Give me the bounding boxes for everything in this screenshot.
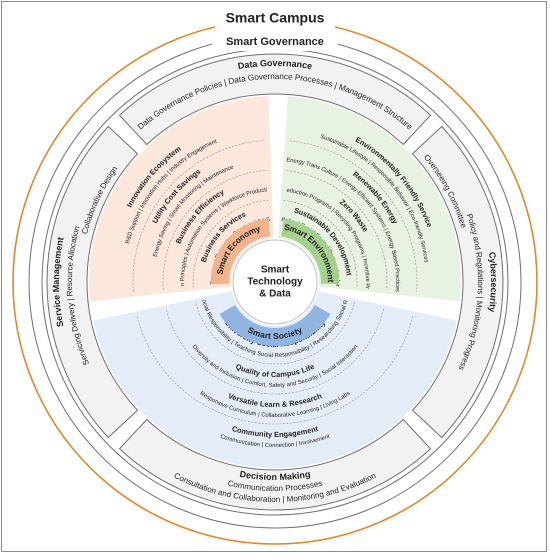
center-label-line3: & Data: [259, 289, 291, 300]
governance-title: Smart Governance: [226, 36, 324, 48]
governance-segment-right: [411, 125, 504, 439]
ring-divider-society-1: [166, 309, 384, 395]
pillar-tab-society: [219, 305, 331, 346]
service-management-title-textpath: Service Management: [51, 236, 66, 327]
governance-segment-top: [118, 53, 432, 146]
diagram-title: Smart Campus: [226, 10, 325, 26]
ring-divider-economy-1: [162, 169, 268, 290]
data-governance-title-textpath: Data Governance: [237, 58, 313, 71]
ring-divider-environment-2: [289, 140, 418, 292]
ring-divider-economy-0: [192, 199, 270, 288]
data-governance-title: Data Governance: [237, 58, 313, 71]
ring-divider-environment-0: [283, 200, 358, 288]
governance-segment-bottom: [118, 418, 432, 511]
title-mask: [215, 6, 335, 28]
center-label-line1: Smart: [261, 265, 290, 276]
ring-divider-environment-1: [286, 170, 388, 290]
cybersecurity-title-textpath: Cybersecurity: [487, 251, 499, 312]
governance-segment-left: [46, 125, 139, 439]
cybersecurity-title: Cybersecurity: [487, 251, 499, 312]
service-management-title: Service Management: [51, 236, 66, 327]
decision-making-title-textpath: Decision Making: [239, 469, 311, 482]
decision-making-title: Decision Making: [239, 469, 311, 482]
pillar-tab-economy: [211, 218, 271, 285]
center-label-line2: Technology: [247, 277, 303, 288]
center-circle: [232, 239, 318, 325]
ring-divider-society-2: [136, 316, 414, 425]
pillar-area-society: [93, 291, 457, 468]
ring-divider-society-0: [195, 301, 355, 365]
pillar-tab-environment: [281, 218, 339, 285]
governance-title-mask: [212, 33, 338, 51]
